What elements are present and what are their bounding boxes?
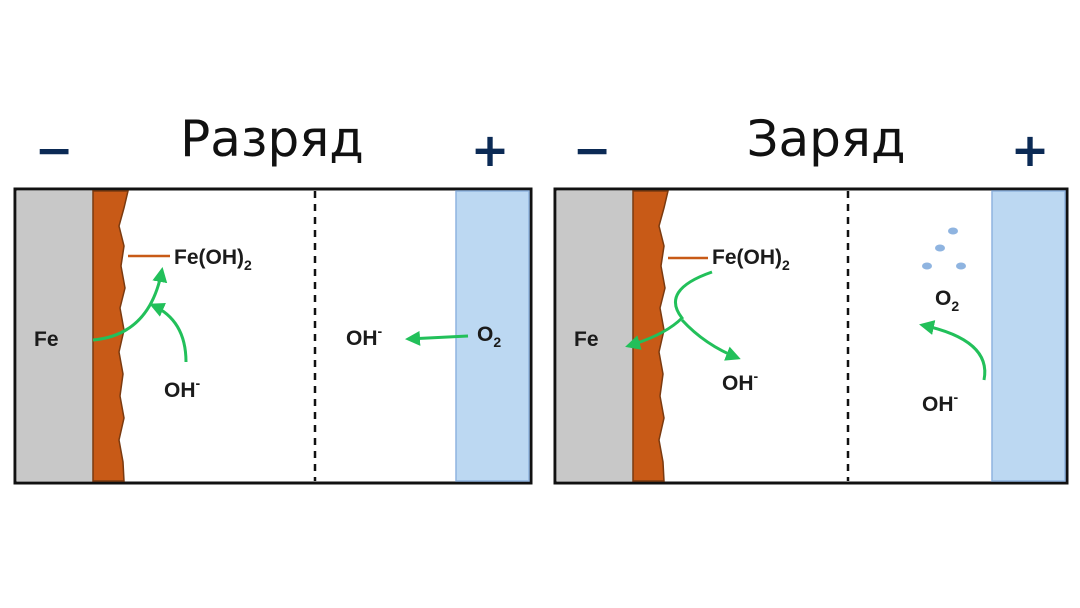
reduction-arrow [625, 270, 713, 350]
product-label: Fe(OH)2 [174, 246, 252, 273]
oxidation-arrow [92, 267, 168, 342]
panel-title: Заряд [746, 110, 905, 168]
oxygen-bubble [956, 262, 966, 270]
hydroxide-consumption-arrow [149, 302, 188, 363]
oxygen-evolution-arrow [919, 320, 987, 381]
hydroxide-ion-label: OH- [346, 323, 383, 350]
hydroxide-ion-label: OH- [922, 389, 959, 416]
iron-hydroxide-layer [632, 190, 669, 482]
iron-electrode [557, 191, 633, 481]
oxygen-label: O2 [935, 287, 959, 314]
hydroxide-release-arrow [680, 318, 741, 361]
positive-terminal-sign: + [1011, 123, 1050, 177]
negative-terminal-sign: − [573, 123, 612, 177]
discharge-panel: Разряд − + Fe Fe(OH)2 OH- OH- O2 [13, 110, 533, 485]
negative-terminal-sign: − [35, 123, 74, 177]
hydroxide-ion-label: OH- [164, 375, 201, 402]
air-electrode [991, 190, 1066, 482]
electrode-label: Fe [574, 328, 599, 351]
charge-panel: Заряд − + Fe Fe(OH)2 OH- O2 OH- [553, 110, 1069, 485]
oxygen-bubble [948, 227, 958, 235]
hydroxide-ion-label: OH- [722, 368, 759, 395]
oxygen-reduction-arrow [405, 330, 469, 346]
iron-electrode [17, 191, 93, 481]
positive-terminal-sign: + [471, 123, 510, 177]
product-label: Fe(OH)2 [712, 246, 790, 273]
oxygen-bubble [935, 244, 945, 252]
oxygen-label: O2 [477, 323, 501, 350]
panel-title: Разряд [180, 110, 364, 168]
oxygen-bubble [922, 262, 932, 270]
electrode-label: Fe [34, 328, 59, 351]
